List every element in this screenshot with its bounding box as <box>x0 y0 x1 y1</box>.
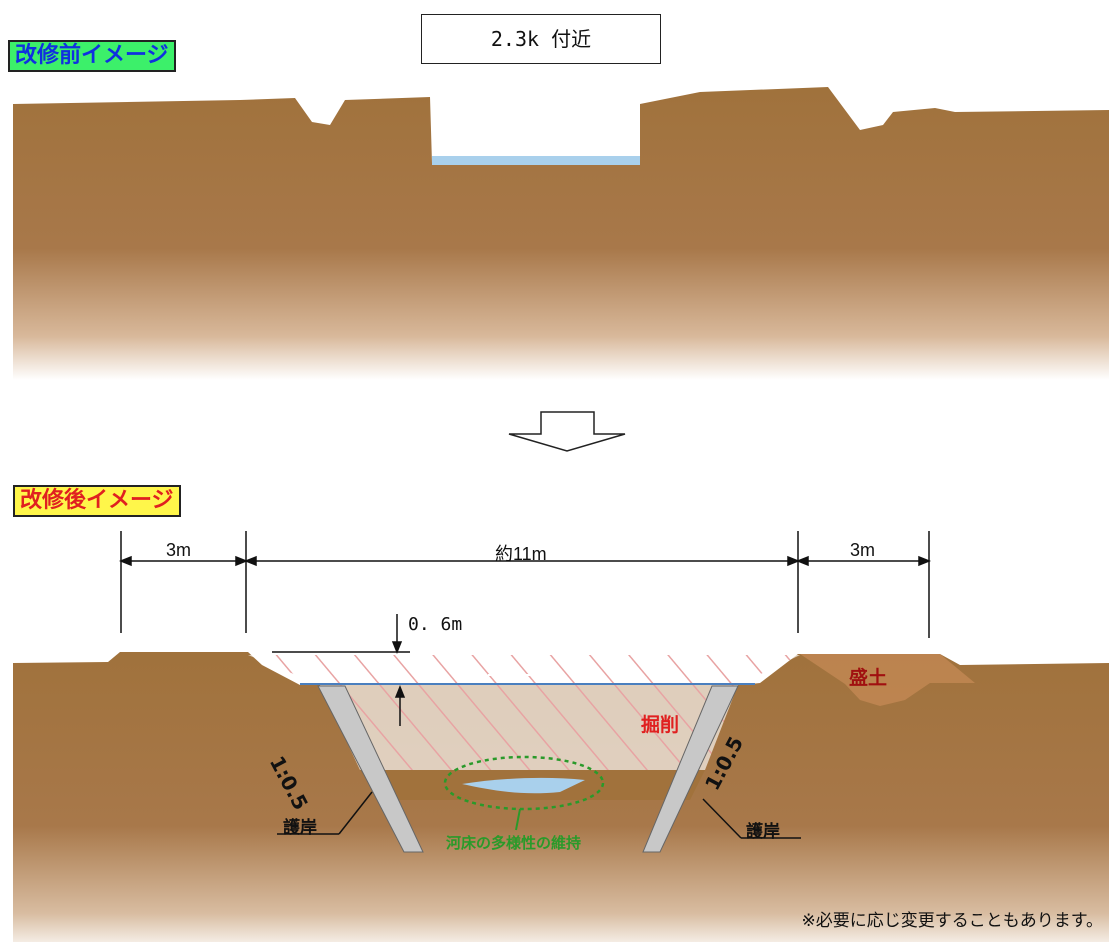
excavation-label: 掘削 <box>641 714 680 736</box>
dimension-right-width: 3m <box>850 540 876 560</box>
location-label-box: 2.3k 付近 <box>421 14 661 64</box>
revetment-left-label: 護岸 <box>283 818 317 838</box>
down-arrow-icon <box>508 411 626 452</box>
revetment-left <box>317 685 424 853</box>
before-terrain <box>13 87 1109 380</box>
riverbed-diversity-label: 河床の多様性の維持 <box>446 834 582 852</box>
change-note: ※必要に応じ変更することもあります。 <box>801 911 1103 931</box>
revetment-right <box>642 685 739 853</box>
after-cross-section <box>13 652 1109 942</box>
dimension-lines <box>118 531 932 839</box>
riverbed-ellipse <box>443 755 605 811</box>
dimension-center-width: 約11m <box>495 544 547 564</box>
before-image-label: 改修前イメージ <box>8 40 176 72</box>
embankment-label: 盛土 <box>849 667 888 689</box>
before-cross-section <box>13 87 1109 380</box>
dimension-depth: 0. 6m <box>408 614 463 635</box>
embankment-fill <box>800 654 975 706</box>
riverbed-water <box>462 777 585 794</box>
before-water <box>432 156 640 165</box>
dimension-left-width: 3m <box>166 540 192 560</box>
revetment-right-label: 護岸 <box>746 822 780 842</box>
after-image-label: 改修後イメージ <box>13 485 181 517</box>
water-level-symbol: ▽ <box>500 662 511 678</box>
riverbed-leader <box>515 808 521 831</box>
